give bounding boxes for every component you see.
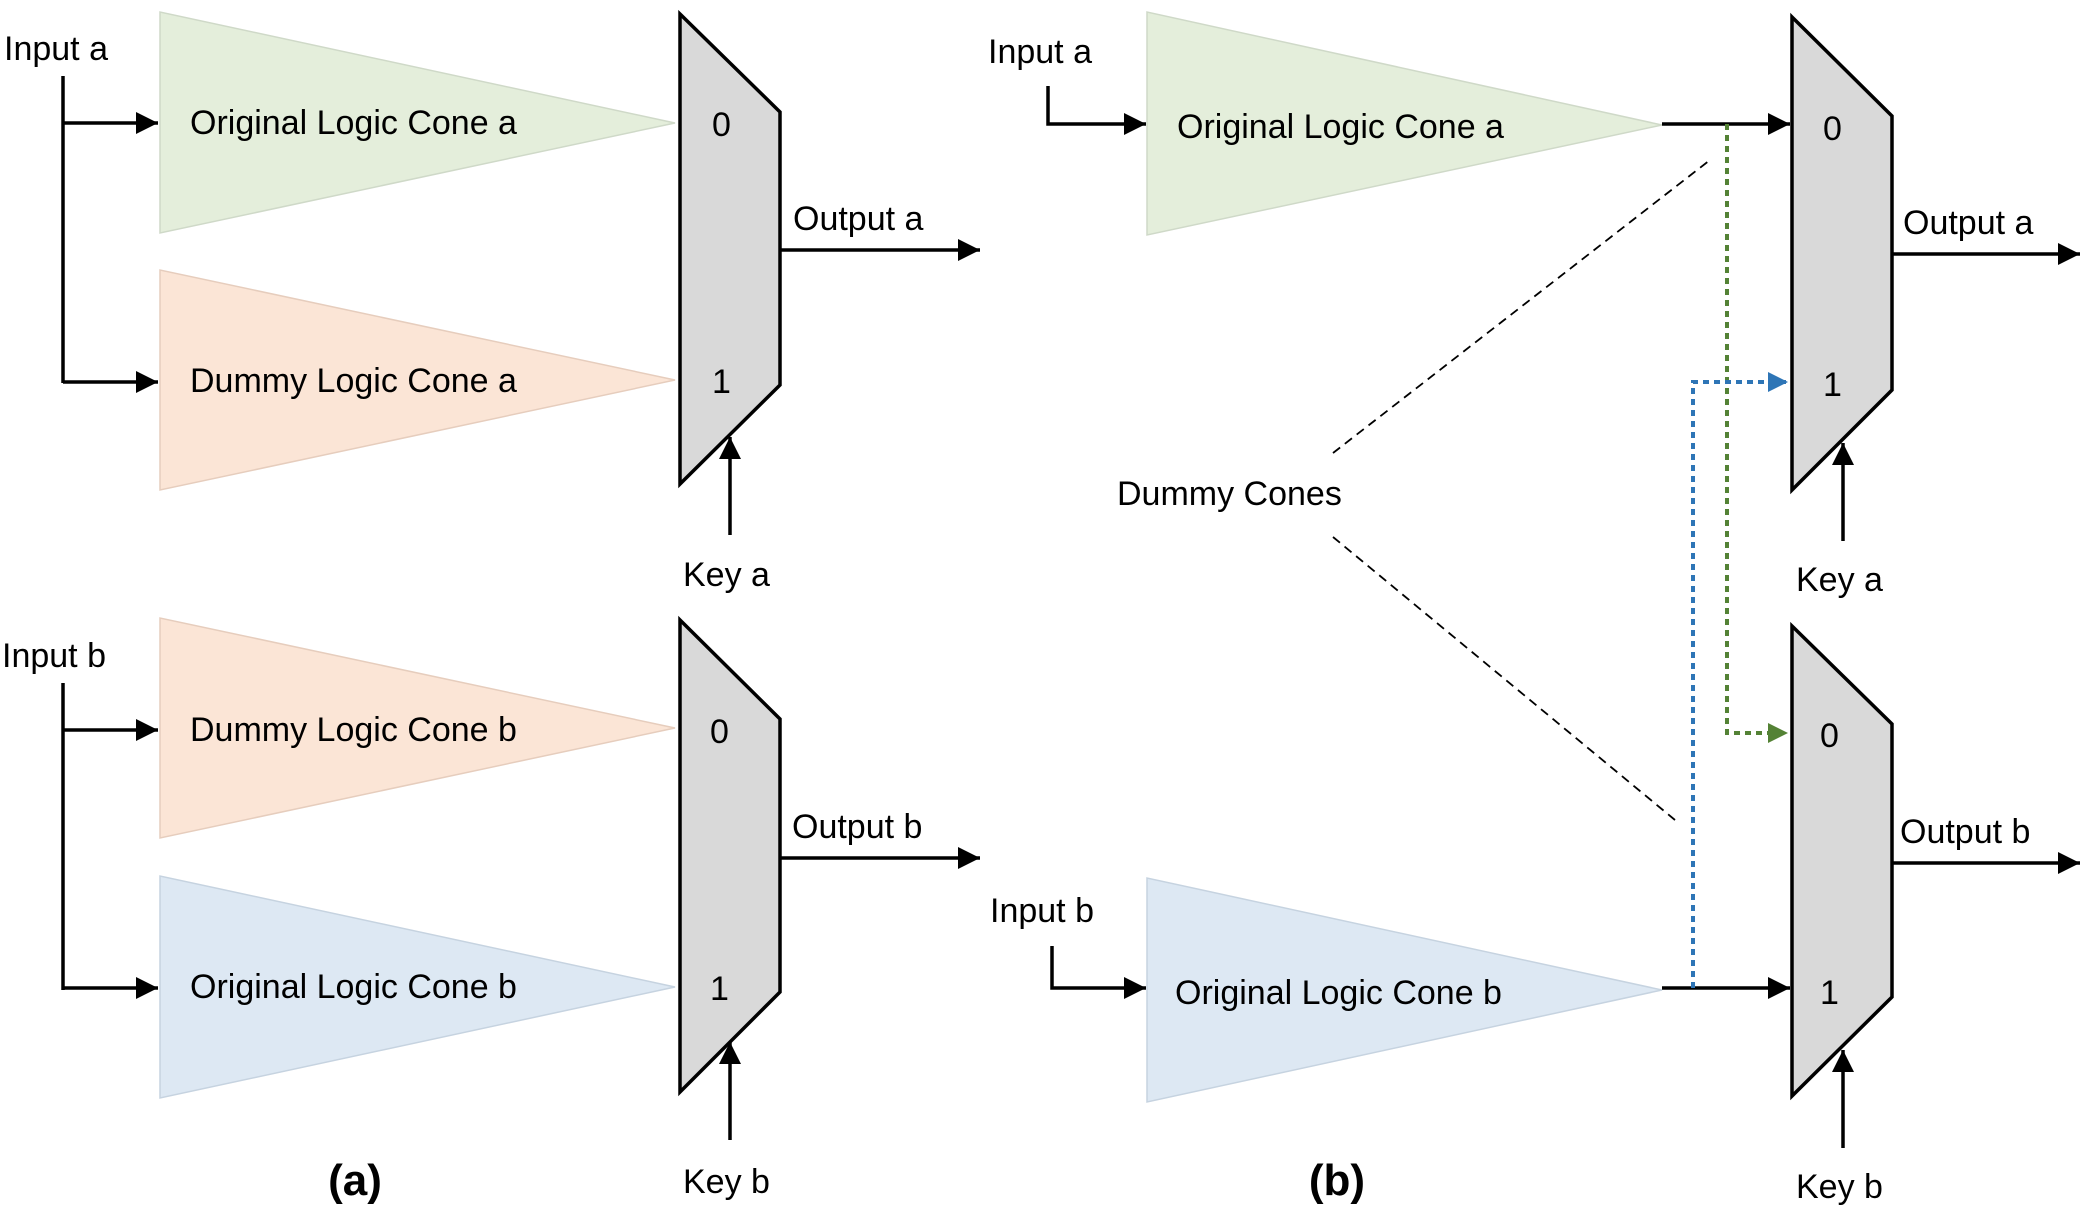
mux-b: [678, 615, 782, 1097]
cone-dummy-b: [159, 617, 676, 839]
caption-b: (b): [1309, 1156, 1365, 1205]
key-a-label: Key a: [683, 556, 770, 594]
mux-a-b-in1: 1: [1823, 366, 1842, 404]
input-a-label: Input a: [4, 30, 108, 68]
output-a-b-label: Output a: [1903, 204, 2034, 242]
mux-a-in1: 1: [712, 363, 731, 401]
input-b-b-label: Input b: [990, 892, 1094, 930]
key-a-b-label: Key a: [1796, 561, 1883, 599]
input-a-b-label: Input a: [988, 33, 1092, 71]
mux-a: [678, 9, 782, 489]
blue-dashed-wire: [1691, 372, 1788, 988]
panel-b: Original Logic Cone a Original Logic Con…: [988, 11, 2080, 1206]
mux-a-b: [1790, 12, 1894, 495]
dummy-cones-label: Dummy Cones: [1117, 475, 1342, 513]
mux-b-in0: 0: [710, 713, 729, 751]
mux-b-b-in1: 1: [1820, 974, 1839, 1012]
cone-original-a: [159, 11, 676, 234]
key-b-label: Key b: [683, 1163, 770, 1201]
cone-original-b-b: [1146, 877, 1663, 1103]
panel-a: Original Logic Cone a Dummy Logic Cone a…: [2, 9, 980, 1205]
mux-b-b: [1790, 621, 1894, 1101]
mux-b-in1: 1: [710, 970, 729, 1008]
input-b-b-wire: [1050, 946, 1146, 999]
input-a-b-wire: [1046, 86, 1146, 135]
output-b-label: Output b: [792, 808, 922, 846]
mux-a-b-in0: 0: [1823, 110, 1842, 148]
cone-original-b-label: Original Logic Cone b: [190, 968, 517, 1006]
output-b-b-label: Output b: [1900, 813, 2030, 851]
cone-dummy-a: [159, 269, 676, 491]
cone-original-b-b-label: Original Logic Cone b: [1175, 974, 1502, 1012]
dummy-cones-pointer-lower: [1332, 536, 1676, 821]
input-b-label: Input b: [2, 637, 106, 675]
dummy-cones-pointer-upper: [1332, 159, 1711, 454]
caption-a: (a): [328, 1156, 382, 1205]
mux-b-b-in0: 0: [1820, 717, 1839, 755]
green-dashed-wire: [1725, 124, 1788, 743]
cone-original-a-b: [1146, 11, 1663, 236]
cone-dummy-a-label: Dummy Logic Cone a: [190, 362, 517, 400]
key-b-b-label: Key b: [1796, 1168, 1883, 1206]
cone-dummy-b-label: Dummy Logic Cone b: [190, 711, 517, 749]
cone-original-b: [159, 875, 676, 1099]
mux-a-in0: 0: [712, 106, 731, 144]
cone-original-a-label: Original Logic Cone a: [190, 104, 517, 142]
output-a-label: Output a: [793, 200, 924, 238]
cone-original-a-b-label: Original Logic Cone a: [1177, 108, 1504, 146]
